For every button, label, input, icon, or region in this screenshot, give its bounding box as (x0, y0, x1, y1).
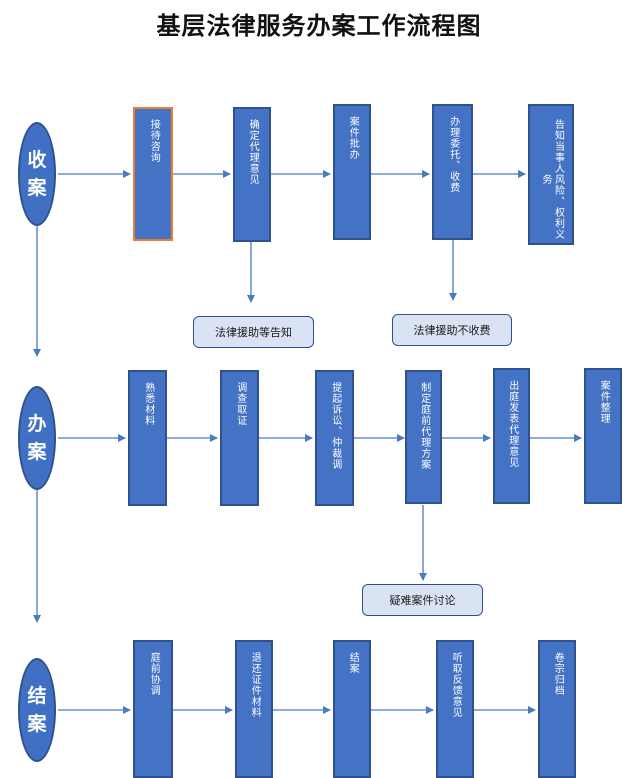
step-reception-consult: 接待咨询 (133, 107, 173, 241)
stage-close-case: 结 案 (18, 658, 56, 762)
step-archive: 卷宗归档 (538, 640, 576, 778)
note-legal-aid-free: 法律援助不收费 (392, 314, 512, 346)
note-legal-aid-notice: 法律援助等告知 (193, 316, 314, 348)
stage-label: 办 (27, 412, 47, 435)
step-case-organize: 案件整理 (584, 368, 622, 504)
step-file-lawsuit: 提起诉讼、仲裁调 (315, 370, 354, 506)
stage-handle-case: 办 案 (18, 386, 56, 490)
page-title: 基层法律服务办案工作流程图 (156, 12, 482, 40)
stage-label: 收 (27, 148, 47, 171)
stage-label: 结 (27, 684, 47, 707)
step-court-opinion: 出庭发表代理意见 (493, 368, 530, 504)
step-review-materials: 熟悉材料 (128, 370, 167, 506)
step-case-approval: 案件批办 (333, 104, 371, 240)
stage-label: 案 (27, 713, 47, 735)
step-inform-risks: 告知当事人风险、权利义务 (528, 104, 574, 245)
step-return-documents: 退还证件材料 (235, 640, 273, 778)
stage-label: 案 (27, 177, 47, 199)
stage-label: 案 (27, 441, 47, 463)
step-investigate-evidence: 调查取证 (220, 370, 259, 506)
stage-receive-case: 收 案 (18, 122, 56, 226)
step-entrust-fee: 办理委托、收费 (432, 104, 473, 240)
step-pretrial-plan: 制定庭前代理方案 (405, 370, 442, 504)
step-confirm-opinion: 确定代理意见 (233, 107, 271, 242)
step-feedback: 听取反馈意见 (436, 640, 474, 778)
step-close-case: 结案 (333, 640, 371, 778)
note-difficult-case-discussion: 疑难案件讨论 (362, 584, 483, 616)
step-pretrial-coordinate: 庭前协调 (133, 640, 173, 778)
